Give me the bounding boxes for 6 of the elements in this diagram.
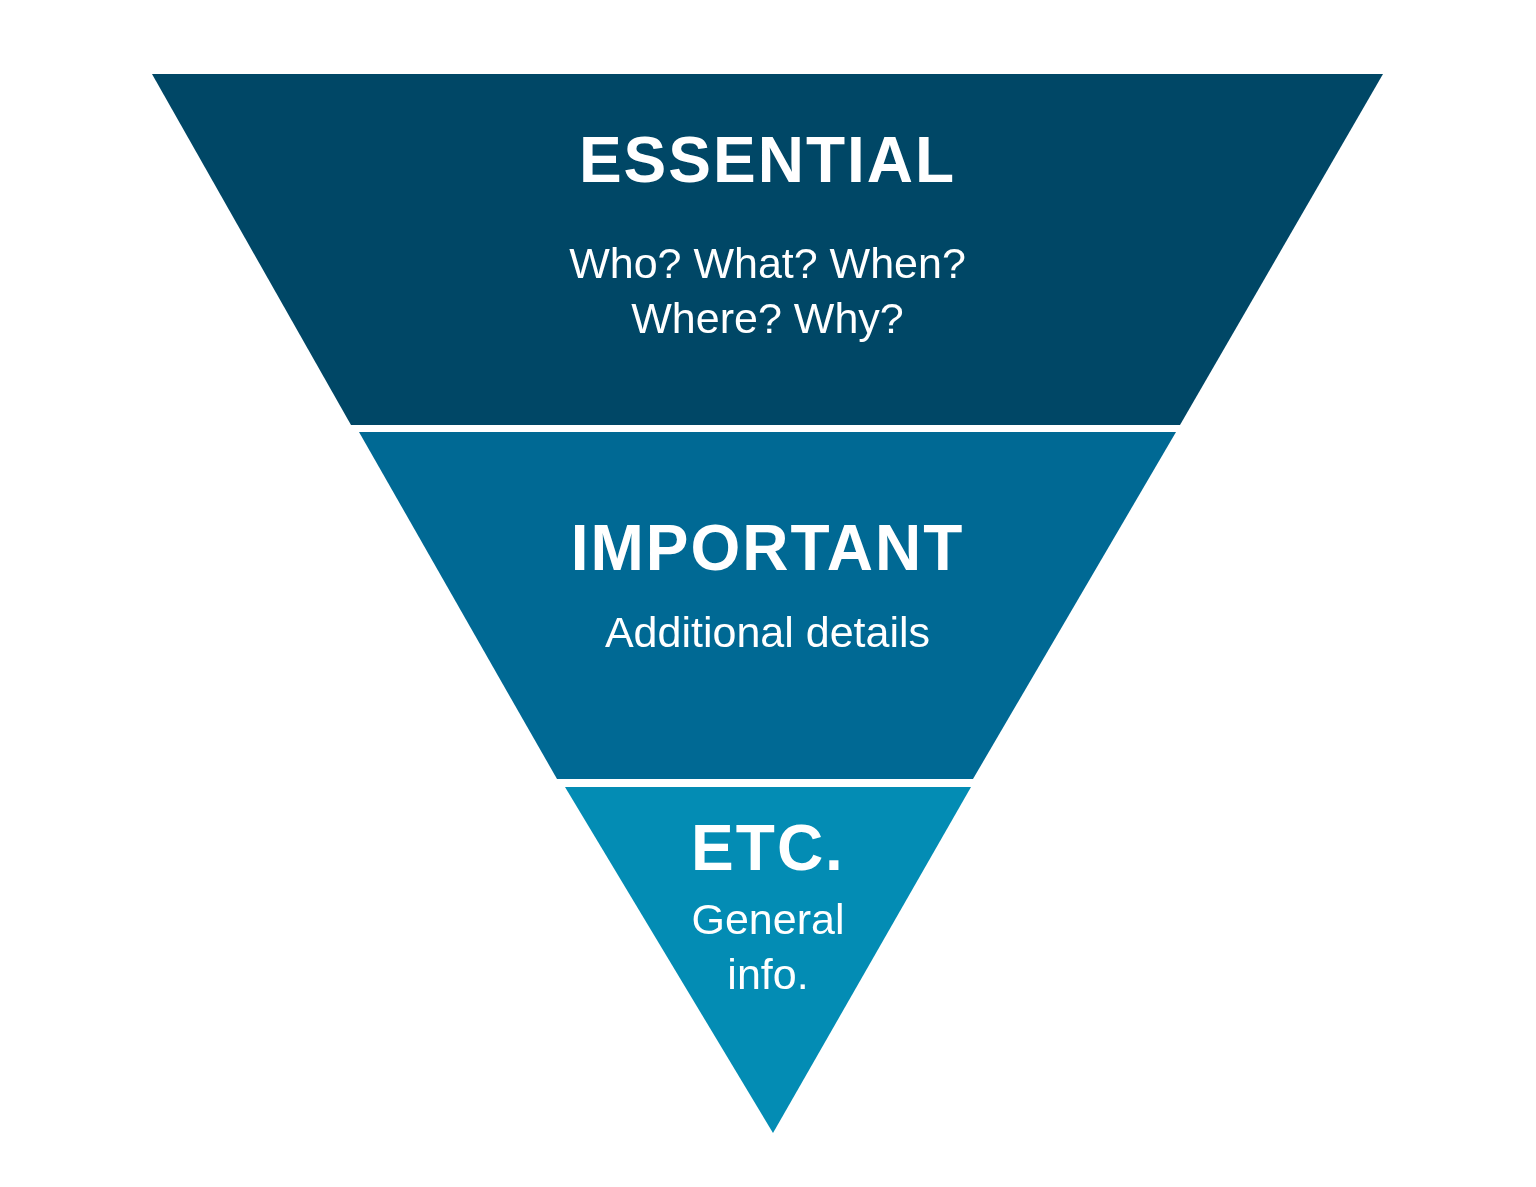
level-heading: ETC.	[690, 812, 846, 884]
level-description: Additional details	[603, 607, 932, 658]
level-description: General info.	[690, 894, 846, 1000]
level-heading: IMPORTANT	[569, 512, 966, 584]
level-heading: ESSENTIAL	[577, 124, 958, 196]
level-description: Who? What? When? Where? Why?	[568, 238, 967, 344]
